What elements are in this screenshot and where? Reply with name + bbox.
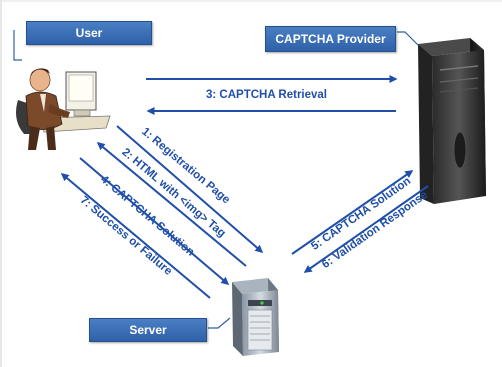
arrow-step-1	[116, 125, 264, 253]
provider-label: CAPTCHA Provider	[265, 26, 396, 52]
provider-label-connector	[397, 31, 419, 46]
user-label: User	[26, 21, 152, 45]
provider-label-text: CAPTCHA Provider	[275, 32, 386, 46]
server-tower-icon	[232, 278, 279, 356]
server-label-connector	[208, 317, 231, 329]
arrow-step-2	[96, 142, 247, 267]
arrow-step-5	[291, 170, 414, 255]
person-at-computer-icon	[16, 68, 111, 150]
arrow-step-7	[60, 173, 211, 299]
server-label-text: Server	[129, 323, 167, 337]
user-label-text: User	[75, 26, 103, 40]
server-tower-icon	[418, 38, 486, 204]
step-3-text: 3: CAPTCHA Retrieval	[206, 89, 327, 101]
user-label-connector	[13, 30, 22, 61]
arrow-step-4	[79, 157, 230, 285]
server-label: Server	[89, 318, 207, 342]
arrow-step-6	[303, 185, 429, 273]
